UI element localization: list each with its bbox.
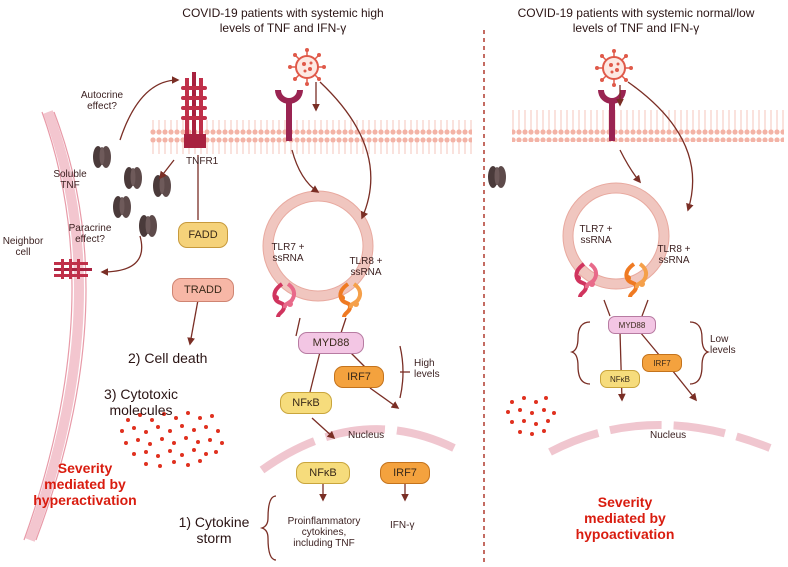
severity-hypoactivation: Severity mediated by hypoactivation	[560, 494, 690, 542]
tlr8-label-left: TLR8 + ssRNA	[346, 256, 386, 278]
neighbor-tnfr1	[54, 259, 92, 279]
paracrine-label: Paracrine effect?	[60, 223, 120, 245]
soluble-line2: TNF	[60, 180, 80, 191]
tlr7-right-line1: TLR7 +	[579, 224, 613, 235]
high-line1: High	[414, 358, 435, 369]
myd88-box-right: MYD88	[608, 316, 656, 334]
left-panel-title: COVID-19 patients with systemic high lev…	[150, 6, 416, 36]
nucleus-label-right: Nucleus	[650, 430, 687, 441]
neighbor-line2: cell	[15, 247, 31, 258]
sev-left-line2: mediated by	[44, 476, 126, 492]
sev-left-line1: Severity	[57, 460, 113, 476]
tradd-box: TRADD	[172, 278, 234, 302]
ifng-label: IFN-γ	[390, 520, 415, 531]
irf7-box-left: IRF7	[334, 366, 384, 388]
neighbor-cell-label: Neighbor cell	[0, 236, 46, 258]
autocrine-line1: Autocrine	[80, 90, 124, 101]
proinflammatory-label: Proinflammatory cytokines, including TNF	[284, 516, 364, 549]
nucleus-envelope-right	[548, 421, 772, 456]
tlr7-left-line2: ssRNA	[272, 253, 304, 264]
low-line2: levels	[710, 345, 736, 356]
sev-right-line3: hypoactivation	[575, 526, 675, 542]
left-title-line2: levels of TNF and IFN-γ	[219, 21, 347, 35]
cytotoxic-label: 3) Cytotoxic molecules	[86, 386, 196, 418]
neighbor-line1: Neighbor	[2, 236, 44, 247]
nfkb-box-right: NFκB	[600, 370, 640, 388]
nfkb-nuclear-box: NFκB	[296, 462, 350, 484]
endosome-left	[263, 191, 373, 301]
irf7-box-right: IRF7	[642, 354, 682, 372]
cytokine-storm-label: 1) Cytokine storm	[166, 514, 262, 546]
paracrine-arrow	[100, 235, 143, 276]
tlr7-left-line1: TLR7 +	[271, 242, 305, 253]
neighbor-cell-membrane	[25, 110, 84, 542]
severity-hyperactivation: Severity mediated by hyperactivation	[20, 460, 150, 508]
proinf-line3: including TNF	[293, 538, 355, 549]
irf7-nuclear-box: IRF7	[380, 462, 430, 484]
tlr7-label-right: TLR7 + ssRNA	[576, 224, 616, 246]
cytotoxic-dots-right	[506, 396, 556, 436]
left-title-line1: COVID-19 patients with systemic high	[182, 6, 384, 20]
storm-line1: 1) Cytokine	[178, 514, 250, 530]
soluble-line1: Soluble	[53, 169, 87, 180]
tnfr1-label: TNFR1	[186, 156, 219, 167]
endosome-right	[563, 183, 669, 289]
right-panel-title: COVID-19 patients with systemic normal/l…	[500, 6, 772, 36]
autocrine-arrow	[119, 76, 180, 141]
cytotoxic-line1: 3) Cytotoxic	[104, 386, 178, 402]
sars-cov-2-virus-left	[287, 47, 327, 87]
high-line2: levels	[414, 369, 440, 380]
autocrine-label: Autocrine effect?	[72, 90, 132, 112]
sars-cov-2-virus-right	[594, 48, 634, 88]
cytotoxic-dots	[120, 411, 224, 468]
autocrine-line2: effect?	[87, 101, 117, 112]
cell-membrane-right	[512, 110, 784, 142]
storm-line2: storm	[196, 530, 232, 546]
sev-right-line1: Severity	[597, 494, 653, 510]
myd88-box-left: MYD88	[298, 332, 364, 354]
soluble-tnf-right	[488, 166, 506, 188]
nucleus-envelope-left	[259, 425, 460, 474]
tlr7-right-line2: ssRNA	[580, 235, 612, 246]
right-title-line1: COVID-19 patients with systemic normal/l…	[517, 6, 755, 20]
tlr8-label-right: TLR8 + ssRNA	[654, 244, 694, 266]
low-levels-label: Low levels	[710, 334, 736, 356]
tnfr1-receptor	[181, 72, 207, 148]
tlr8-right-line1: TLR8 +	[657, 244, 691, 255]
sev-right-line2: mediated by	[584, 510, 666, 526]
high-levels-label: High levels	[414, 358, 440, 380]
paracrine-line2: effect?	[75, 234, 105, 245]
paracrine-line1: Paracrine	[68, 223, 112, 234]
low-line1: Low	[710, 334, 729, 345]
tlr8-left-line1: TLR8 +	[349, 256, 383, 267]
soluble-tnf-label: Soluble TNF	[50, 169, 90, 191]
tlr8-right-line2: ssRNA	[658, 255, 690, 266]
cell-death-label: 2) Cell death	[128, 350, 208, 366]
tlr7-label-left: TLR7 + ssRNA	[268, 242, 308, 264]
sev-left-line3: hyperactivation	[33, 492, 137, 508]
tlr8-left-line2: ssRNA	[350, 267, 382, 278]
proinf-line1: Proinflammatory	[287, 516, 361, 527]
nfkb-box-left: NFκB	[280, 392, 332, 414]
fadd-box: FADD	[178, 222, 228, 248]
proinf-line2: cytokines,	[301, 527, 347, 538]
right-title-line2: levels of TNF and IFN-γ	[572, 21, 700, 35]
cytotoxic-line2: molecules	[109, 402, 173, 418]
nucleus-label-left: Nucleus	[348, 430, 385, 441]
